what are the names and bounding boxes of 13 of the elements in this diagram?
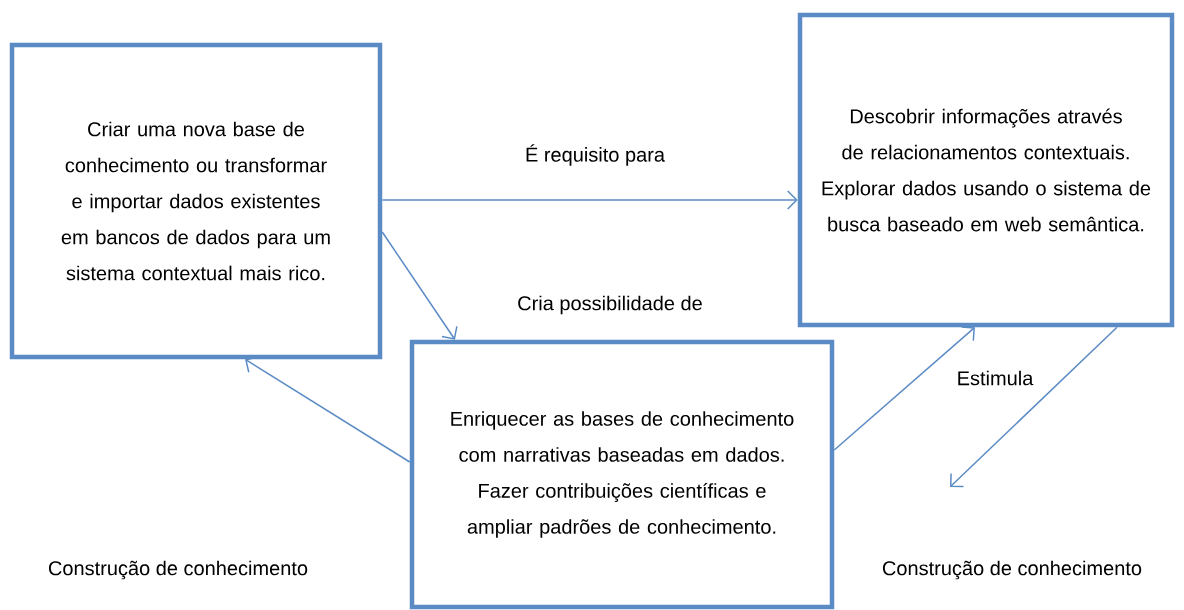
arrow (381, 231, 458, 340)
caption-text: Construção de conhecimento (48, 560, 308, 580)
edge-label: Cria possibilidade de (516, 294, 704, 316)
arrow (833, 326, 975, 451)
arrow (381, 190, 798, 210)
edge-label: É requisito para (523, 143, 667, 167)
text-box: Enriquecer as bases de conhecimento com narrativas baseadas em dados. Fazer contribuições científicas e ampliar padrões de conhecimento. (409, 339, 835, 610)
arrow (950, 326, 1118, 488)
edge-label: Estimula (955, 369, 1035, 387)
caption-text: Construção de conhecimento (882, 560, 1142, 580)
text-box: Criar uma nova base de conhecimento ou transformar e importar dados existentes em bancos de dados para um sistema contextual mais rico. (9, 42, 383, 360)
text-box: Descobrir informações através de relacionamentos contextuais. Explorar dados usando o sistema de busca baseado em web semântica. (797, 12, 1175, 328)
arrow (245, 356, 411, 463)
